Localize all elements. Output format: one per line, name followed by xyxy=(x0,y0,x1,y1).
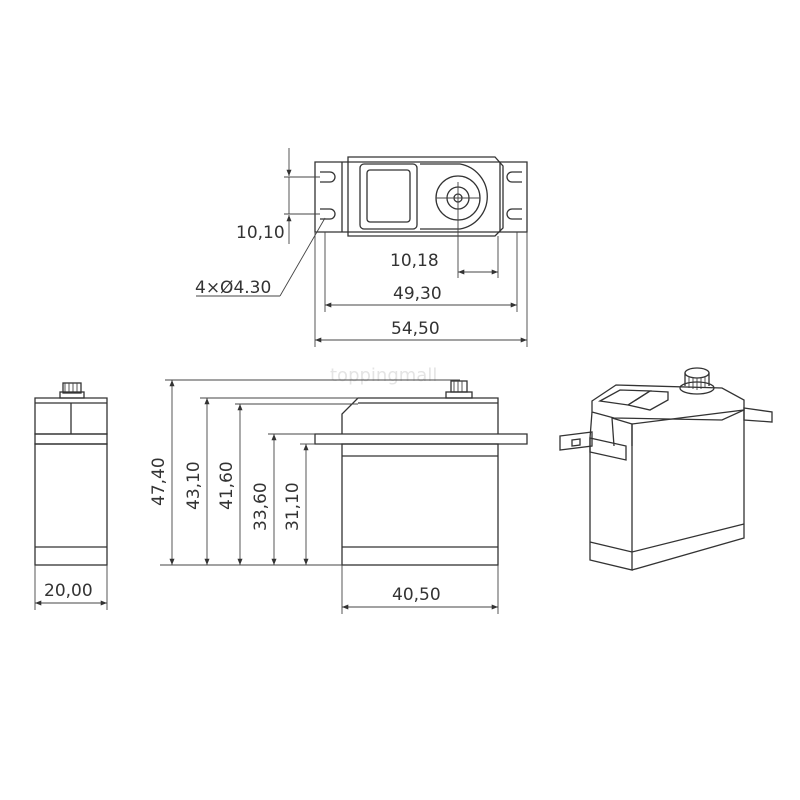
body-length-label: 40,50 xyxy=(392,585,441,605)
watermark-text: toppingmall xyxy=(330,365,437,386)
side-view: 20,00 xyxy=(34,382,108,610)
height-label-4: 33,60 xyxy=(251,482,271,531)
hole-span-label: 49,30 xyxy=(393,284,442,304)
height-label-2: 43,10 xyxy=(184,461,204,510)
height-label-3: 41,60 xyxy=(217,461,237,510)
holes-label: 4×Ø4.30 xyxy=(195,278,271,298)
height-label-overall: 47,40 xyxy=(149,457,169,506)
shaft-offset-label: 10,18 xyxy=(390,251,439,271)
front-view: 47,40 43,10 41,60 33,60 31,10 40,50 xyxy=(149,379,528,614)
isometric-view xyxy=(559,367,773,571)
mount-spacing-label: 10,10 xyxy=(236,223,285,243)
width-label: 20,00 xyxy=(44,581,93,601)
top-view: 10,10 4×Ø4.30 10,18 49,30 54,50 xyxy=(195,148,528,347)
total-length-label: 54,50 xyxy=(391,319,440,339)
height-label-5: 31,10 xyxy=(283,482,303,531)
